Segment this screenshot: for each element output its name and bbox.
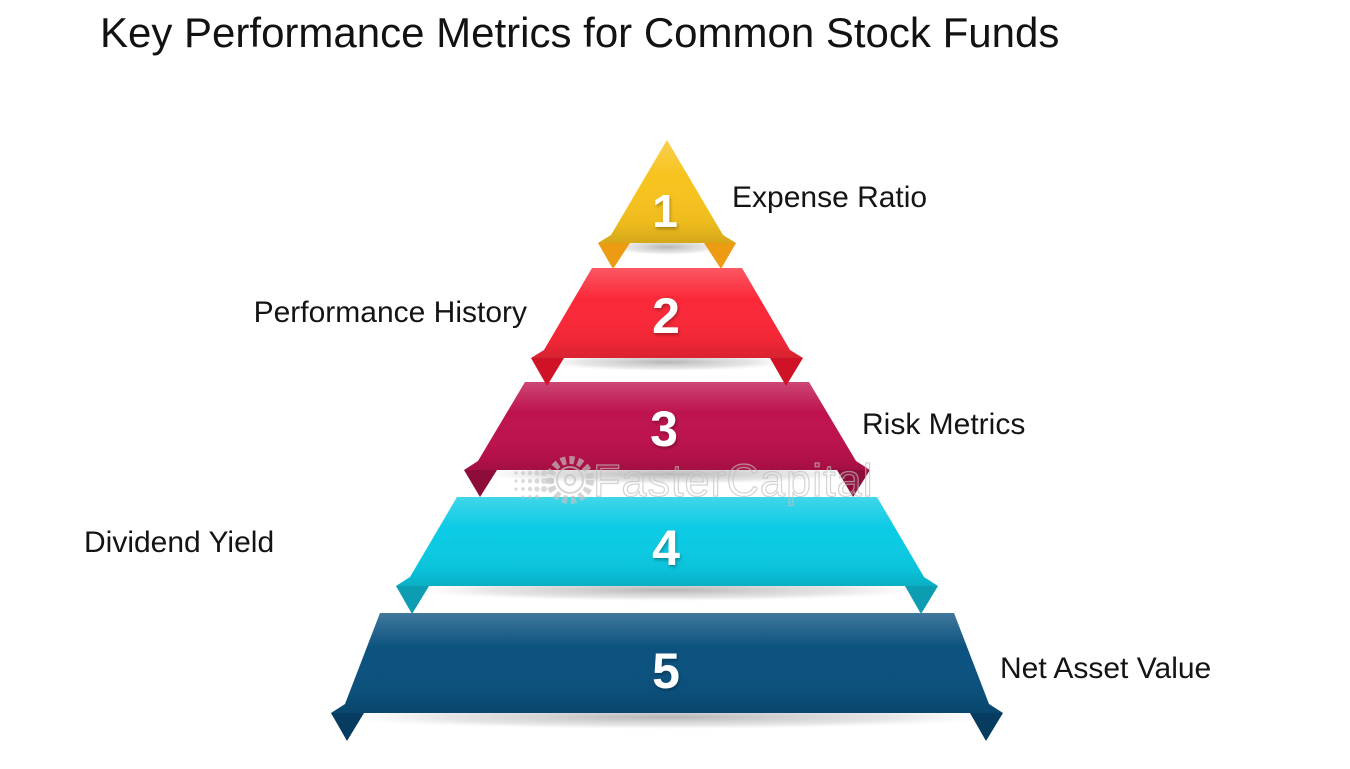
- level-2-number: 2: [652, 288, 680, 344]
- level-5-fold-left: [331, 713, 364, 741]
- level-3-fold-left: [464, 470, 497, 497]
- level-1-fold-left: [598, 243, 630, 269]
- pyramid-level-4: 4 Dividend Yield: [84, 497, 938, 614]
- level-2-fold-right: [770, 358, 803, 386]
- level-4-fold-left: [396, 586, 429, 614]
- level-2-fold-left: [531, 358, 564, 386]
- gear-icon: [546, 456, 594, 504]
- level-4-sheen: [396, 497, 938, 586]
- level-1-label: Expense Ratio: [732, 181, 927, 214]
- level-1-sheen: [598, 140, 736, 243]
- level-4-label: Dividend Yield: [84, 526, 274, 559]
- level-5-sheen: [331, 613, 1003, 713]
- pyramid-level-3: 3 Risk Metrics: [464, 382, 1025, 497]
- pyramid-level-5: 5 Net Asset Value: [331, 613, 1211, 741]
- watermark-dots: [514, 470, 555, 500]
- level-1-number: 1: [652, 185, 678, 237]
- level-4-number: 4: [652, 520, 680, 576]
- pyramid-level-1: 1 Expense Ratio: [598, 140, 927, 269]
- level-5-number: 5: [652, 643, 680, 699]
- level-2-sheen: [531, 268, 803, 358]
- pyramid-level-2: 2 Performance History: [254, 268, 803, 386]
- watermark: FasterCapital: [514, 454, 874, 507]
- level-3-label: Risk Metrics: [862, 408, 1025, 441]
- level-1-fold-right: [704, 243, 736, 269]
- level-3-sheen: [464, 382, 870, 470]
- level-4-fold-right: [905, 586, 938, 614]
- level-3-number: 3: [650, 401, 678, 457]
- level-2-label: Performance History: [254, 296, 527, 329]
- level-5-fold-right: [970, 713, 1003, 741]
- level-5-label: Net Asset Value: [1000, 652, 1211, 685]
- page-title: Key Performance Metrics for Common Stock…: [100, 9, 1060, 56]
- watermark-text: FasterCapital: [593, 455, 874, 506]
- level-3-fold-right: [837, 470, 870, 497]
